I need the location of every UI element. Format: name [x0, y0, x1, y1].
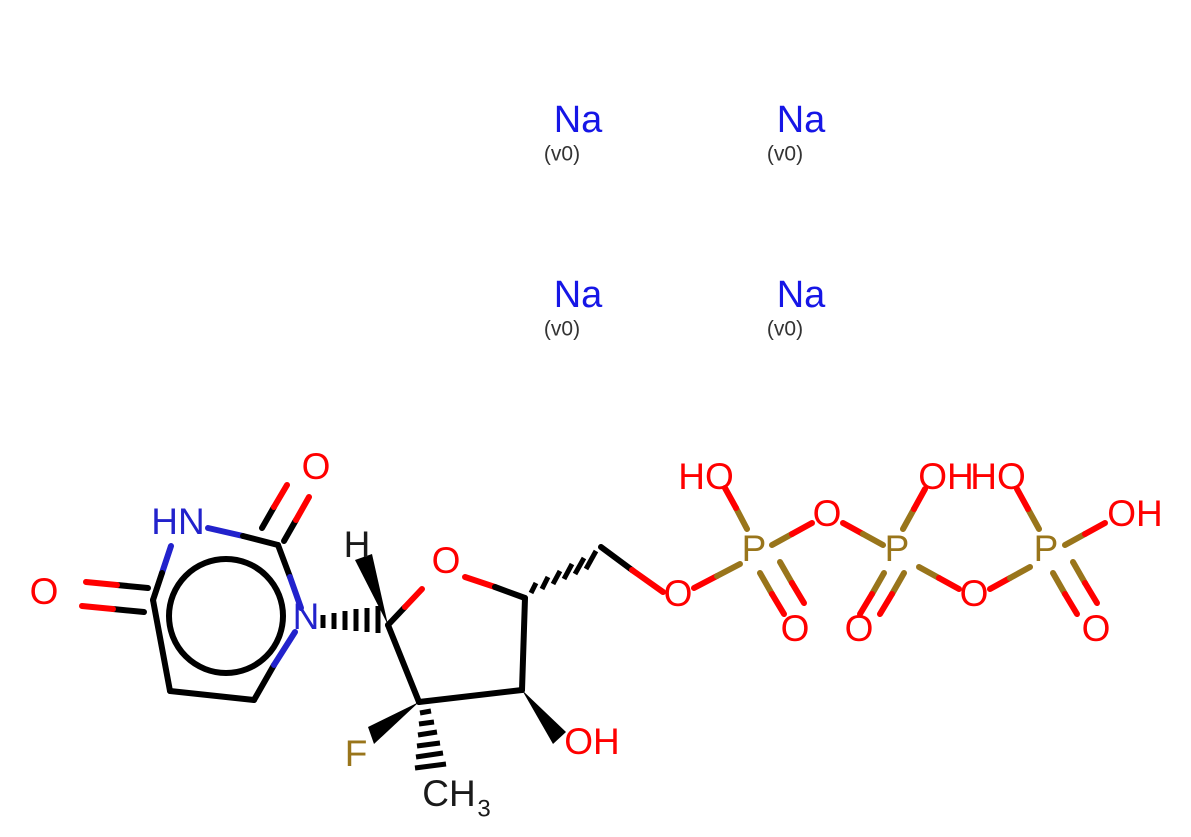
label-phosphorus-alpha: P [742, 528, 767, 569]
label-sugar-h1prime: H [344, 524, 371, 565]
label-uracil-n1: N [293, 596, 320, 637]
bond-o-c4-b [492, 584, 528, 601]
bond-c1-c2 [385, 622, 422, 705]
label-phosphorus-beta: P [885, 528, 910, 569]
uracil-ring [150, 525, 304, 703]
bond-c1-h-wedge [355, 554, 388, 625]
bond-hn-c2-a [205, 525, 246, 539]
bond-c4-n1-b [271, 629, 298, 668]
bond-pb-obridge2 [916, 564, 962, 592]
bond-n1-c1prime-hash [320, 606, 381, 633]
bond-pg-ho [1014, 486, 1042, 532]
bond-c2-n1-a [275, 542, 293, 580]
label-sugar-hydroxyl-3prime: OH [564, 721, 620, 762]
bond-o5-pa-b [714, 561, 743, 579]
bond-c3-oh-wedge [522, 690, 566, 744]
label-na-valence: (v0) [767, 143, 803, 166]
label-sugar-methyl-subscript: 3 [477, 795, 490, 822]
bond-o-c4-a [462, 574, 498, 590]
label-na-symbol: Na [554, 99, 603, 141]
label-na-valence: (v0) [767, 318, 803, 341]
counterion-na-3: Na (v0) [544, 274, 603, 341]
label-gamma-oxo: O [1082, 608, 1111, 649]
label-na-valence: (v0) [544, 143, 580, 166]
bond-c2-ch3-hash [414, 708, 447, 771]
furanose-ring [385, 574, 528, 705]
bond-hn-c6-a [159, 543, 174, 576]
bond-c2-c3 [416, 687, 525, 705]
label-o-bridge-beta-gamma: O [960, 573, 989, 614]
bond-c4-n1-a [251, 662, 277, 703]
counterion-na-4: Na (v0) [767, 274, 826, 341]
bond-c4-c5prime-hash [528, 549, 599, 595]
label-sugar-ring-oxygen: O [432, 540, 461, 581]
label-alpha-hydroxyl: HO [678, 456, 734, 497]
bond-pa-o-double [757, 559, 807, 617]
phosphate-linkage [598, 544, 743, 595]
bond-c5-o5-b [629, 567, 666, 595]
label-sugar-methyl: CH [422, 773, 475, 814]
bond-pb-oh [900, 486, 928, 532]
label-alpha-oxo: O [781, 608, 810, 649]
label-na-symbol: Na [777, 99, 826, 141]
bond-obridge-pb [840, 520, 886, 548]
label-sugar-fluorine: F [345, 733, 368, 774]
label-beta-hydroxyl: OH [918, 456, 974, 497]
bond-pb-o-double [857, 570, 907, 617]
label-gamma-hydroxyl-left: HO [970, 456, 1026, 497]
label-phosphorus-gamma: P [1034, 528, 1059, 569]
bond-pa-obridge [769, 520, 815, 548]
bond-c5-c4 [167, 688, 257, 703]
bond-c2-n1-b [287, 574, 304, 611]
label-o5prime-bridge: O [664, 573, 693, 614]
aromatic-circle [166, 556, 286, 676]
label-na-valence: (v0) [544, 318, 580, 341]
bond-c6-o4-double [79, 579, 151, 615]
bond-pa-ho [722, 485, 750, 532]
bond-obridge2-pg [987, 564, 1033, 592]
bond-c6-c5 [150, 597, 173, 694]
label-beta-oxo: O [845, 608, 874, 649]
label-uracil-o2: O [302, 446, 331, 487]
bond-c1-o-a [385, 604, 408, 628]
label-gamma-hydroxyl-right: OH [1107, 493, 1163, 534]
bond-c5-o5-a [598, 544, 635, 573]
bond-pg-oh [1062, 520, 1108, 548]
bond-c2-f-wedge [368, 702, 419, 744]
counterion-na-1: Na (v0) [544, 99, 603, 166]
label-uracil-o4: O [30, 571, 59, 612]
bond-c3-c4 [519, 595, 528, 693]
bond-o5-pa-a [691, 573, 720, 591]
label-na-symbol: Na [554, 274, 603, 316]
bond-c1-o-b [402, 586, 425, 610]
bond-hn-c6-b [150, 570, 165, 603]
label-na-symbol: Na [777, 274, 826, 316]
counterion-na-2: Na (v0) [767, 99, 826, 166]
bond-hn-c2-b [240, 533, 281, 548]
label-o-bridge-alpha-beta: O [813, 493, 842, 534]
bond-c2-o2-double [259, 482, 312, 544]
bond-pg-o-double [1050, 559, 1100, 617]
label-sugar-methyl-group: CH 3 [422, 773, 490, 823]
label-uracil-hn: HN [151, 501, 204, 542]
